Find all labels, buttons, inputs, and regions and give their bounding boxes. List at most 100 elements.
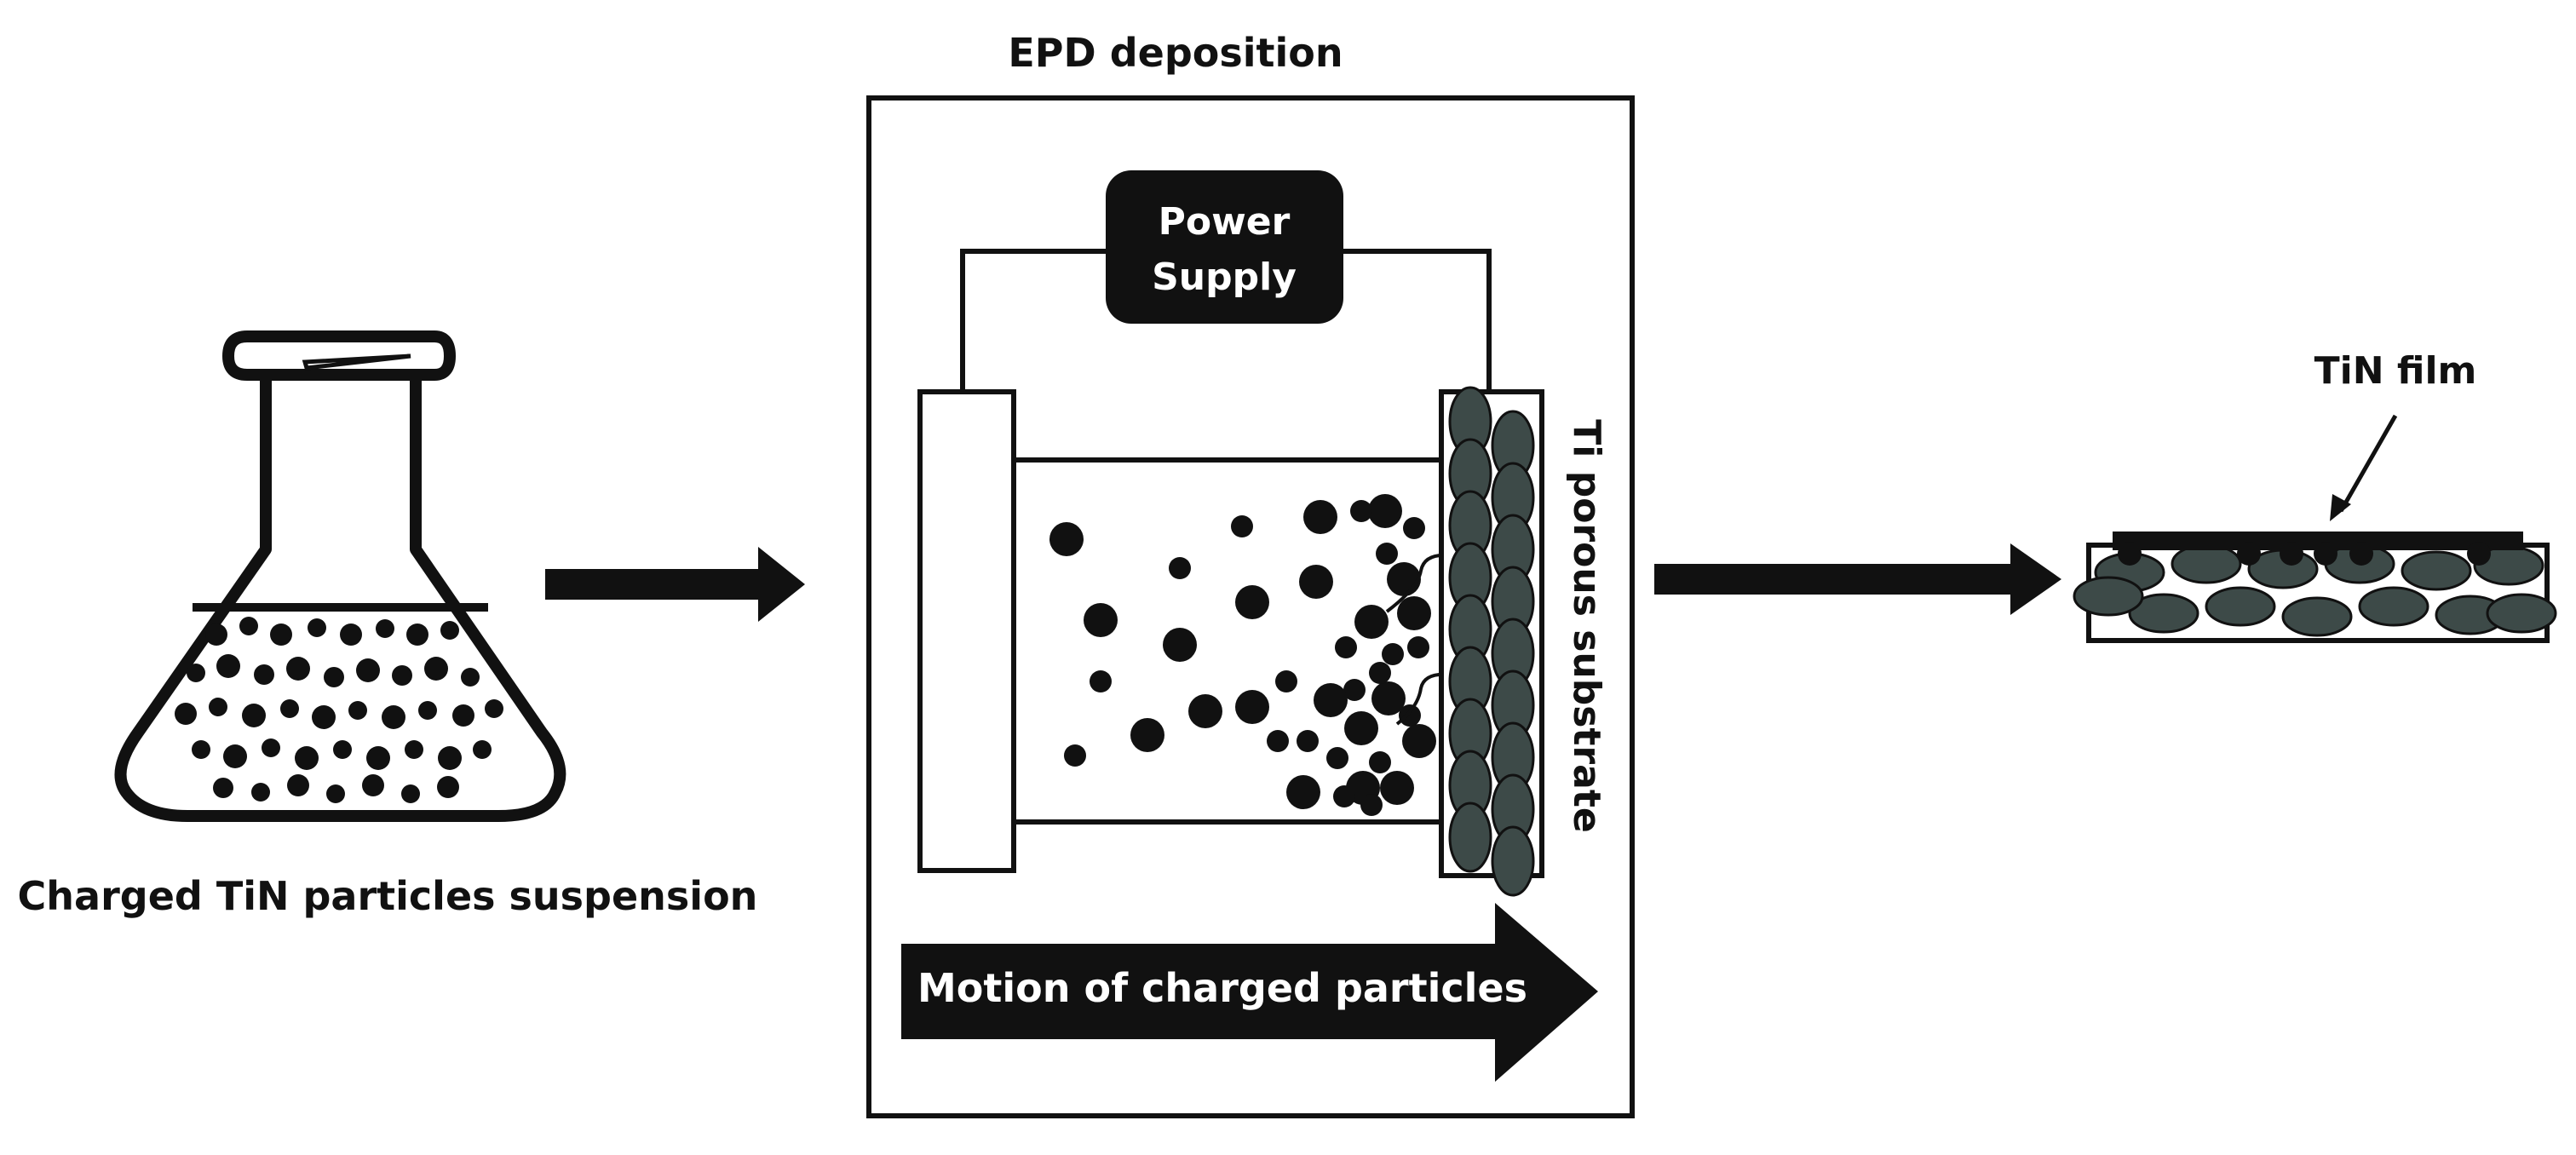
- film-grains: [2073, 543, 2557, 637]
- suspension-particle: [216, 654, 240, 678]
- suspension-particle: [366, 746, 390, 770]
- suspension-particle: [242, 704, 266, 727]
- flask-particles: [175, 617, 503, 803]
- charged-particle: [1326, 747, 1348, 769]
- epd-cell: Power Supply Ti porous substrate Motion …: [866, 95, 1635, 1118]
- suspension-particle: [286, 657, 310, 681]
- suspension-particle: [254, 664, 274, 685]
- film-deposit-bump: [2349, 542, 2373, 566]
- suspension-particle: [287, 774, 309, 796]
- charged-particle: [1163, 628, 1197, 662]
- charged-particle: [1235, 690, 1269, 724]
- charged-particle: [1188, 694, 1222, 728]
- charged-particle: [1275, 670, 1297, 692]
- suspension-particle: [376, 619, 394, 638]
- film-deposit-bump: [2118, 542, 2142, 566]
- charged-particle: [1343, 679, 1366, 701]
- suspension-particle: [406, 623, 428, 646]
- suspension-particle: [324, 667, 344, 687]
- charged-particle: [1399, 704, 1421, 727]
- suspension-particle: [312, 705, 336, 729]
- film-substrate-grain: [2073, 576, 2144, 617]
- film-substrate-grain: [2128, 593, 2199, 634]
- suspension-particle: [213, 778, 233, 798]
- charged-particle: [1090, 670, 1112, 692]
- substrate-grain: [1491, 825, 1535, 897]
- film-substrate-grain: [2205, 586, 2276, 627]
- suspension-particle: [424, 657, 448, 681]
- charged-particle: [1407, 636, 1429, 658]
- suspension-particle: [340, 623, 362, 646]
- motion-arrow-shape: [901, 903, 1598, 1082]
- epd-cell-frame: [866, 95, 1635, 1118]
- charged-particle: [1084, 603, 1118, 637]
- suspension-particle: [473, 740, 492, 759]
- deposition-curve-1: [1385, 553, 1449, 613]
- charged-particle: [1397, 596, 1431, 630]
- diagram-title: EPD deposition: [1008, 30, 1343, 76]
- suspension-particle: [356, 658, 380, 682]
- suspension-particle: [452, 704, 474, 727]
- suspension-particle: [187, 664, 205, 682]
- charged-particle: [1402, 724, 1436, 758]
- charged-particle: [1382, 643, 1404, 665]
- charged-particle: [1350, 500, 1372, 522]
- suspension-particle: [485, 699, 503, 718]
- charged-particle: [1314, 683, 1348, 717]
- counter-electrode: [917, 389, 1016, 873]
- suspension-particle: [308, 618, 326, 637]
- ti-porous-substrate: [1439, 386, 1544, 897]
- film-deposit-bump: [2280, 542, 2303, 566]
- charged-particles: [1049, 494, 1436, 816]
- suspension-particle: [239, 617, 258, 635]
- flask-rim-highlight: [302, 353, 411, 371]
- charged-particle: [1354, 605, 1389, 639]
- film-substrate-grain: [2281, 596, 2353, 637]
- charged-particle: [1376, 543, 1398, 565]
- charged-particle: [1049, 522, 1084, 556]
- charged-particle: [1369, 751, 1391, 773]
- substrate-grains: [1448, 386, 1535, 897]
- suspension-particle: [382, 705, 405, 729]
- charged-particle: [1369, 662, 1391, 684]
- charged-particle: [1333, 785, 1355, 807]
- suspension-particle: [280, 699, 299, 718]
- suspension-particle: [175, 703, 197, 725]
- circuit-wire-left: [960, 249, 1106, 392]
- film-deposit-bump: [2237, 542, 2261, 566]
- film-pointer-line: [2338, 414, 2398, 513]
- suspension-particle: [251, 783, 270, 802]
- power-supply-label-line2: Supply: [1152, 256, 1297, 299]
- suspension-particle: [392, 665, 412, 686]
- film-bumps: [2118, 542, 2491, 566]
- charged-particle: [1169, 557, 1191, 579]
- charged-particle: [1235, 585, 1269, 619]
- suspension-particle: [405, 740, 423, 759]
- tin-film-layer: [2113, 532, 2523, 550]
- substrate-grain: [1448, 802, 1492, 873]
- charged-particle: [1064, 744, 1086, 767]
- suspension-particle: [418, 701, 437, 720]
- substrate-label: Ti porous substrate: [1565, 419, 1608, 832]
- suspension-particle: [295, 746, 319, 770]
- process-arrow-1: [545, 547, 805, 622]
- charged-particle: [1380, 771, 1414, 805]
- deposition-curve-2: [1395, 672, 1449, 726]
- charged-particle: [1387, 562, 1421, 596]
- charged-particle: [1335, 636, 1357, 658]
- suspension-particle: [270, 623, 292, 646]
- charged-particle: [1368, 494, 1402, 528]
- film-pointer-head: [2330, 494, 2351, 521]
- film-label: TiN film: [2314, 349, 2477, 393]
- charged-particle: [1297, 730, 1319, 752]
- flask-rim: [221, 330, 457, 381]
- suspension-particle: [362, 774, 384, 796]
- film-substrate-grain: [2171, 543, 2242, 584]
- charged-particle: [1360, 794, 1383, 816]
- charged-particle: [1403, 517, 1425, 539]
- motion-arrow: Motion of charged particles: [901, 903, 1598, 1082]
- charged-particle: [1130, 718, 1164, 752]
- suspension-particle: [205, 623, 227, 646]
- power-supply-box: [1106, 170, 1343, 324]
